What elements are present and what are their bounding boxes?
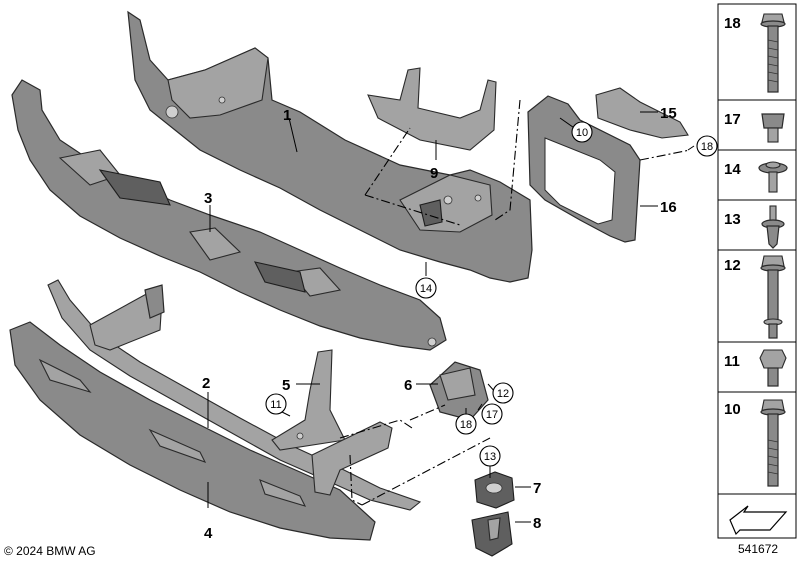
panel-label-18: 18	[724, 15, 741, 32]
circle-ref-14-label: 14	[420, 283, 432, 295]
circle-ref-18-top-label: 18	[701, 141, 713, 153]
callout-7: 7	[533, 480, 541, 497]
hex-bolt-icon	[760, 399, 786, 487]
circle-ref-13	[479, 445, 501, 467]
circle-ref-17	[481, 403, 503, 425]
circle-ref-18-bottom	[455, 413, 477, 435]
panel-label-13: 13	[724, 211, 741, 228]
direction-arrow-icon	[729, 505, 788, 536]
callout-3: 3	[204, 190, 212, 207]
circle-ref-12-label: 12	[497, 388, 509, 400]
panel-label-10: 10	[724, 401, 741, 418]
circle-ref-11	[265, 393, 287, 415]
circle-ref-10	[571, 121, 593, 143]
circle-ref-17-label: 17	[486, 409, 498, 421]
circle-ref-13-label: 13	[484, 451, 496, 463]
assembly-lines	[339, 99, 691, 506]
circled-callouts: 10 18 14 11 12 17 18 13	[265, 121, 718, 467]
frame-16	[527, 95, 641, 243]
circle-ref-18-bottom-label: 18	[460, 419, 472, 431]
callout-8: 8	[533, 515, 541, 532]
circle-ref-11-label: 11	[270, 399, 281, 411]
panel-label-14: 14	[724, 161, 741, 178]
circle-ref-12	[492, 382, 514, 404]
panel-label-12: 12	[724, 257, 741, 274]
callout-6: 6	[404, 377, 412, 394]
circle-ref-14	[415, 277, 437, 299]
cap-screw-icon	[761, 113, 785, 143]
left-mount-bracket	[89, 284, 165, 351]
lower-mount-bracket	[311, 421, 393, 496]
callout-9: 9	[430, 165, 438, 182]
callout-4: 4	[204, 525, 213, 542]
copyright-text: © 2024 BMW AG	[4, 544, 96, 558]
panel-label-11: 11	[724, 353, 740, 370]
callout-16: 16	[660, 199, 677, 216]
stud-bolt-icon	[760, 255, 786, 339]
fastener-panel: 18 17 14 13 12 11 10	[717, 3, 797, 539]
expansion-rivet-icon	[761, 205, 785, 249]
panel-label-17: 17	[724, 111, 741, 128]
diagram-number: 541672	[738, 542, 778, 556]
circle-ref-10-label: 10	[576, 127, 588, 139]
buffer-7	[474, 471, 515, 509]
hex-nut-icon	[759, 349, 787, 387]
callout-2: 2	[202, 375, 210, 392]
bracket-6	[429, 361, 489, 421]
callout-labels: 1 2 3 4 5 6 7 8 9 15 16	[202, 105, 677, 542]
bumper-carrier	[127, 10, 533, 283]
washer-screw-icon	[758, 161, 788, 193]
bracket-5	[271, 349, 346, 451]
long-bolt-icon	[760, 13, 786, 93]
callout-15: 15	[660, 105, 677, 122]
lower-spoiler	[9, 321, 376, 541]
circle-ref-18-top	[696, 135, 718, 157]
bracket-15	[595, 87, 689, 139]
energy-absorber	[11, 79, 447, 351]
cap-8	[471, 511, 513, 557]
callout-1: 1	[283, 107, 291, 124]
callout-5: 5	[282, 377, 290, 394]
bracket-9	[367, 67, 497, 151]
